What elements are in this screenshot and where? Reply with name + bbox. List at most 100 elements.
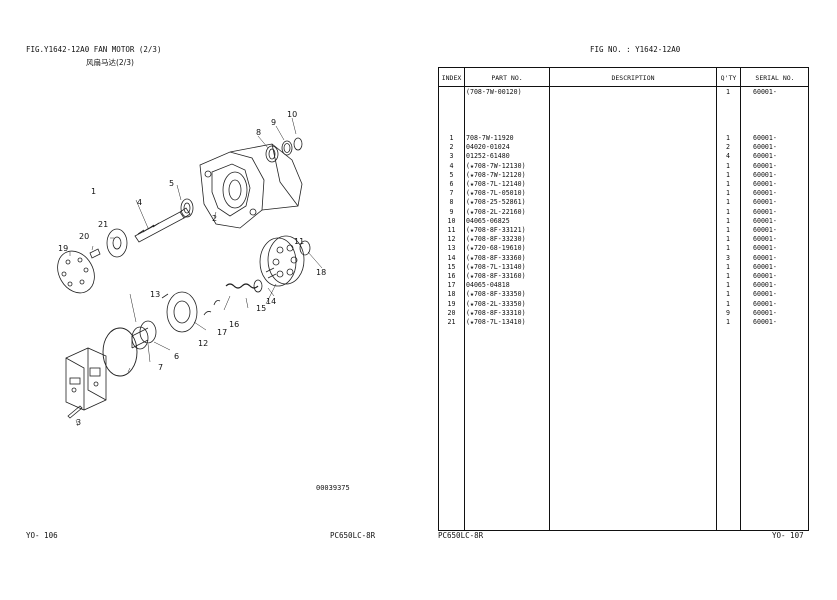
index-cell: 4 [449,161,454,170]
index-cell: 9 [449,207,454,216]
table-row: 18(★708-8F-33350)·······················… [439,290,808,299]
qty-cell: 1 [726,189,730,198]
end-cover [65,347,107,411]
serial-cell: 60001- [753,253,777,262]
header-qty: Q'TY [720,74,737,82]
serial-cell: 60001- [753,299,777,308]
part-no-cell: (★708-8F-33360) [466,253,526,262]
qty-cell: 1 [726,198,730,207]
table-row: 9(★708-2L-22160)························… [439,208,808,217]
part-no-cell: (★708-7W-12120) [466,170,526,179]
index-cell: 20 [447,308,456,317]
drawing-number: 00039375 [316,484,350,492]
index-cell: 6 [449,180,454,188]
table-row: 4(★708-7W-12130)························… [439,162,808,171]
index-cell: 15 [447,262,456,271]
callout-15: 15 [256,304,267,313]
qty-cell: 1 [726,281,730,290]
callout-13: 13 [150,290,161,299]
o-ring [102,327,138,377]
assembly-row: (708-7W-00120)··························… [439,88,808,97]
figure-title: FIG.Y1642-12A0 FAN MOTOR (2/3) [26,45,162,54]
qty-cell: 1 [726,299,730,308]
callout-5: 5 [169,179,175,188]
table-row: 15(★708-7L-13140)·······················… [439,263,808,272]
index-cell: 19 [447,299,456,308]
table-row: 8(★708-25-52861)························… [439,198,808,207]
page-number-left: YO- 106 [26,531,58,540]
qty-cell: 3 [726,253,730,262]
index-cell: 8 [449,198,454,207]
part-no-cell: 01252-61480 [466,152,510,161]
qty-cell: 1 [726,262,730,271]
callout-7: 7 [158,363,164,372]
serial-cell: 60001- [753,152,777,161]
bearing-spacer [131,320,157,350]
assembly-row: THIS ASSEMBLY CONSISTS OF ALL PARTS [439,97,808,106]
page-number-right: YO- 107 [772,531,804,540]
model-right: PC650LC-8R [438,531,484,540]
qty-cell: 1 [726,88,730,96]
serial-cell: 60001- [753,180,777,188]
table-row: 5(★708-7W-12120)························… [439,171,808,180]
qty-cell: 1 [726,235,730,244]
qty-cell: 1 [726,170,730,179]
table-row: 20(★708-8F-33310)·······················… [439,309,808,318]
table-row: 1004065-06825···························… [439,217,808,226]
callout-9: 9 [271,118,277,127]
table-row: 12(★708-8F-33230)·······················… [439,235,808,244]
index-cell: 11 [447,226,456,234]
assembly-row: SHOWN IN FIGS.Y1642-11A0 TO Y1642-13A0. [439,106,808,115]
index-cell: 3 [449,152,454,161]
motor-housing [199,143,303,229]
qty-cell: 1 [726,226,730,234]
serial-cell: 60001- [753,318,777,326]
callout-3: 3 [76,418,82,427]
serial-cell: 60001- [753,143,777,152]
callout-11: 11 [294,237,305,246]
header-description: DESCRIPTION [611,74,655,82]
serial-cell: 60001- [753,272,777,280]
part-no-cell: (★708-7W-12130) [466,161,526,170]
index-cell: 13 [447,244,456,253]
index-cell: 16 [447,272,456,280]
part-no-cell: (708-7W-00120) [466,88,522,96]
table-row: 11(★708-8F-33121)·······················… [439,226,808,235]
callout-6: 6 [174,352,180,361]
callout-10: 10 [287,110,298,119]
table-row: 21(★708-7L-13410)·······················… [439,318,808,327]
serial-cell: 60001- [753,134,777,142]
cylinder-block [259,235,305,287]
left-page: FIG.Y1642-12A0 FAN MOTOR (2/3) 风扇马达(2/3) [26,45,375,540]
serial-cell: 60001- [753,189,777,198]
assembly-row: 含 FIGS Y1642-11A0到Y1642-13A0的所有零件 [439,125,808,134]
table-row: 6(★708-7L-12140)························… [439,180,808,189]
serial-cell: 60001- [753,161,777,170]
table-row: 19(★708-2L-33350)·······················… [439,300,808,309]
serial-cell: 60001- [753,235,777,244]
assembly-row: ········································… [439,116,808,125]
part-no-cell: (★708-2L-22160) [466,207,526,216]
part-no-cell: (★708-7L-05010) [466,189,526,198]
callout-4: 4 [137,198,143,207]
table-row: 204020-01024····························… [439,143,808,152]
table-row: 1708-7W-11920···························… [439,134,808,143]
index-cell: 10 [447,216,456,225]
index-cell: 2 [449,143,454,152]
part-no-cell: (★708-7L-12140) [466,180,526,188]
callout-21: 21 [98,220,109,229]
serial-cell: 60001- [753,207,777,216]
retainer-plate [57,250,95,294]
part-no-cell: 708-7W-11920 [466,134,514,142]
qty-cell: 1 [726,244,730,253]
table-row: 7(★708-7L-05010)························… [439,189,808,198]
part-no-cell: (★708-8F-33350) [466,290,526,299]
part-no-cell: (★708-7L-13140) [466,262,526,271]
header-index: INDEX [441,74,462,82]
index-cell: 7 [449,189,454,198]
header-serial: SERIAL NO. [755,74,795,82]
table-row: 13(★720-68-19610)·······················… [439,244,808,253]
serial-cell: 60001- [753,216,777,225]
part-no-cell: (★708-8F-33230) [466,235,526,244]
qty-cell: 1 [726,180,730,188]
